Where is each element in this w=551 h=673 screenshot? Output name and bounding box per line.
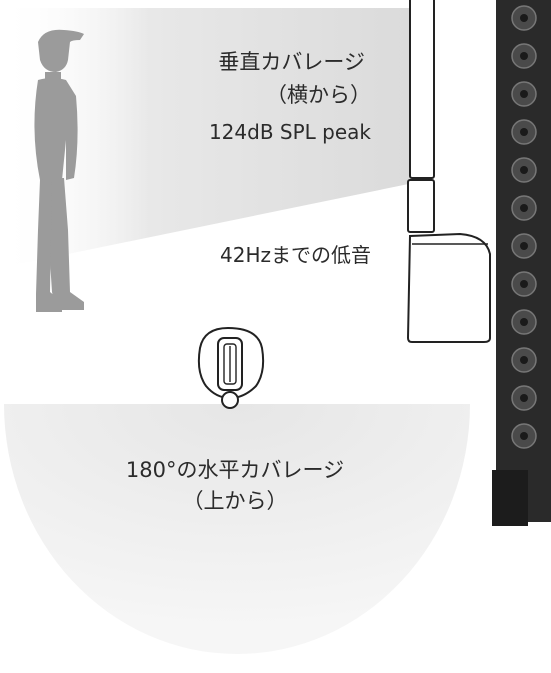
driver-dust-cap — [520, 432, 528, 440]
horizontal-coverage-title: 180°の水平カバレージ — [125, 458, 345, 482]
driver-dust-cap — [520, 280, 528, 288]
driver-dust-cap — [520, 394, 528, 402]
driver-dust-cap — [520, 90, 528, 98]
driver-dust-cap — [520, 166, 528, 174]
driver-dust-cap — [520, 356, 528, 364]
driver-dust-cap — [520, 14, 528, 22]
person-silhouette — [34, 29, 84, 312]
horizontal-coverage-area — [4, 404, 470, 654]
driver-dust-cap — [520, 242, 528, 250]
vertical-coverage-subtitle: （横から） — [266, 83, 371, 107]
line-array-strip — [492, 0, 551, 526]
subwoofer-top-view — [197, 326, 265, 409]
spl-label: 124dB SPL peak — [208, 120, 371, 144]
column-speaker — [406, 0, 491, 343]
driver-dust-cap — [520, 318, 528, 326]
vertical-coverage-title: 垂直カバレージ — [218, 50, 365, 74]
driver-dust-cap — [520, 204, 528, 212]
horizontal-coverage-subtitle: （上から） — [182, 489, 288, 513]
driver-dust-cap — [520, 52, 528, 60]
vertical-coverage-area — [0, 8, 428, 268]
driver-dust-cap — [520, 128, 528, 136]
bass-label: 42Hzまでの低音 — [220, 243, 371, 267]
